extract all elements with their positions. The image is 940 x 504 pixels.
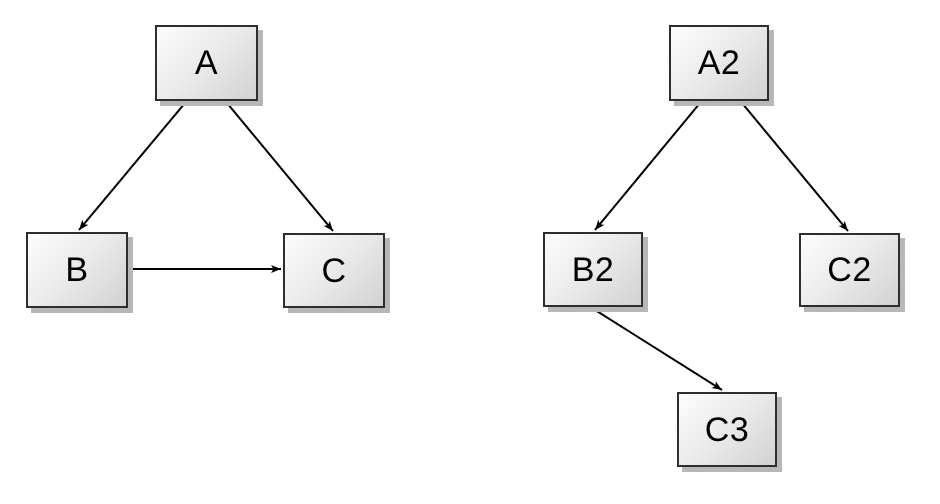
edge-A-to-C[interactable] (226, 102, 334, 232)
node-A2[interactable]: A2 (669, 25, 769, 101)
node-label-A2: A2 (697, 44, 741, 82)
edge-A2-to-B2[interactable] (594, 102, 701, 231)
node-label-A: A (194, 44, 219, 82)
node-C[interactable]: C (283, 233, 385, 308)
node-label-B: B (65, 251, 89, 289)
node-label-C2: C2 (827, 251, 872, 289)
node-A[interactable]: A (155, 25, 258, 101)
node-C2[interactable]: C2 (799, 233, 900, 307)
node-C3[interactable]: C3 (677, 392, 777, 467)
node-label-B2: B2 (571, 250, 615, 289)
edge-B2-to-C3[interactable] (591, 307, 723, 391)
node-label-C3: C3 (704, 410, 750, 449)
node-label-C: C (321, 251, 347, 290)
edge-A-to-B[interactable] (78, 102, 186, 231)
edge-A2-to-C2[interactable] (741, 102, 849, 232)
node-B[interactable]: B (26, 232, 128, 308)
node-B2[interactable]: B2 (543, 232, 643, 307)
edges-group (78, 102, 849, 391)
